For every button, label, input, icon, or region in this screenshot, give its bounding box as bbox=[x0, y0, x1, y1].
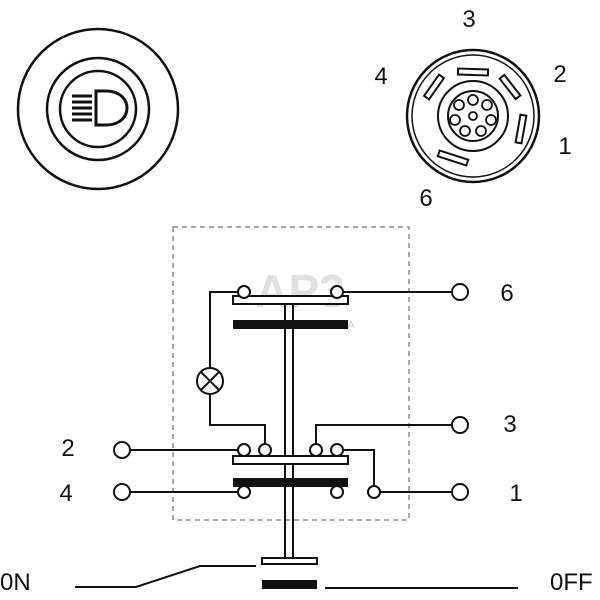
contact-point bbox=[367, 485, 381, 499]
contact-point bbox=[258, 443, 272, 457]
contact-bar-middle bbox=[232, 455, 349, 465]
connector-pin-4-label: 4 bbox=[374, 63, 387, 90]
switch-housing-outline bbox=[172, 226, 410, 521]
headlight-symbol-icon bbox=[72, 89, 129, 127]
connector-pin-6-label: 6 bbox=[419, 185, 432, 212]
terminal-4-label: 4 bbox=[59, 480, 72, 507]
connector-pin-3-label: 3 bbox=[462, 6, 475, 33]
pin-3-slot bbox=[456, 67, 490, 77]
lamp-icon bbox=[196, 367, 224, 395]
contact-point bbox=[309, 443, 323, 457]
connector-face bbox=[405, 48, 541, 184]
contact-plate-top bbox=[233, 320, 348, 329]
plunger-shaft bbox=[284, 302, 294, 560]
contact-point bbox=[330, 285, 344, 299]
pin-4-slot bbox=[422, 73, 446, 101]
contact-bar-top bbox=[232, 295, 349, 305]
terminal-3 bbox=[451, 416, 469, 434]
terminal-1-label: 1 bbox=[509, 480, 522, 507]
switch-face bbox=[16, 27, 180, 191]
switch-off-label: 0FF bbox=[550, 569, 593, 596]
contact-point bbox=[237, 285, 251, 299]
terminal-2 bbox=[113, 441, 131, 459]
terminal-2-label: 2 bbox=[61, 435, 74, 462]
actuator-bar bbox=[261, 557, 318, 565]
contact-plate-lower bbox=[233, 478, 348, 487]
contact-point bbox=[237, 485, 251, 499]
actuator-plate bbox=[262, 580, 317, 589]
connector-pin-1-label: 1 bbox=[558, 133, 571, 160]
watermark-logo: AP3 bbox=[255, 265, 344, 317]
pin-2-slot bbox=[498, 73, 522, 101]
terminal-3-label: 3 bbox=[503, 411, 516, 438]
contact-point bbox=[330, 443, 344, 457]
terminal-4 bbox=[113, 483, 131, 501]
contact-point bbox=[237, 443, 251, 457]
pin-6-slot bbox=[436, 149, 470, 167]
contact-point bbox=[330, 485, 344, 499]
switch-on-label: 0N bbox=[0, 569, 31, 596]
connector-pin-2-label: 2 bbox=[553, 61, 566, 88]
terminal-1 bbox=[451, 483, 469, 501]
terminal-6-label: 6 bbox=[500, 280, 513, 307]
terminal-6 bbox=[451, 283, 469, 301]
pin-1-slot bbox=[514, 113, 528, 145]
